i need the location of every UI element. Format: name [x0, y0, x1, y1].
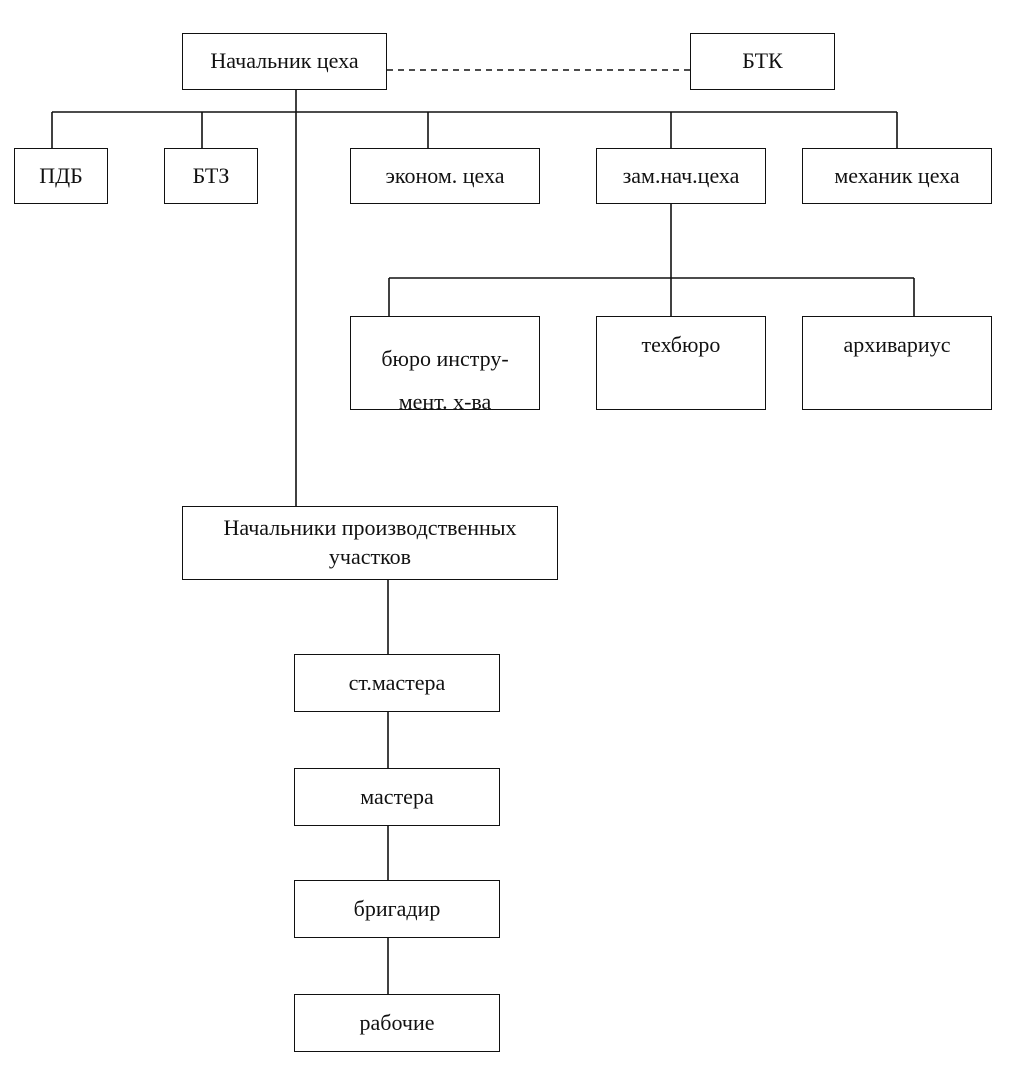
- node-pdb-label: ПДБ: [39, 162, 83, 188]
- node-tech-bureau: техбюро: [596, 316, 766, 410]
- node-archivist: архивариус: [802, 316, 992, 410]
- node-archivist-label: архивариус: [843, 332, 951, 357]
- node-foreman-label: бригадир: [353, 895, 441, 921]
- node-btz: БТЗ: [164, 148, 258, 204]
- node-btz-label: БТЗ: [192, 162, 230, 188]
- node-section-heads-line2: участков: [328, 544, 412, 569]
- node-deputy-label: зам.нач.цеха: [622, 162, 740, 188]
- node-chief-label: Начальник цеха: [210, 48, 359, 74]
- node-econ-label: эконом. цеха: [385, 162, 505, 188]
- node-foreman: бригадир: [294, 880, 500, 938]
- node-section-heads-line1: Начальники производственных: [223, 515, 517, 541]
- node-senior-masters: ст.мастера: [294, 654, 500, 712]
- node-masters: мастера: [294, 768, 500, 826]
- node-section-heads: Начальники производственных участков: [182, 506, 558, 580]
- node-mechanic: механик цеха: [802, 148, 992, 204]
- node-btk-label: БТК: [742, 48, 783, 74]
- node-mechanic-label: механик цеха: [834, 162, 960, 188]
- node-econ: эконом. цеха: [350, 148, 540, 204]
- node-tools-bureau-line2: мент. х-ва: [398, 388, 492, 414]
- node-masters-label: мастера: [360, 783, 434, 809]
- node-tech-bureau-label: техбюро: [641, 332, 721, 357]
- node-btk: БТК: [690, 33, 835, 90]
- node-chief: Начальник цеха: [182, 33, 387, 90]
- node-tools-bureau: бюро инстру- мент. х-ва: [350, 316, 540, 414]
- node-tools-bureau-line1: бюро инстру-: [381, 346, 509, 371]
- node-workers-label: рабочие: [359, 1009, 435, 1035]
- node-deputy: зам.нач.цеха: [596, 148, 766, 204]
- node-workers: рабочие: [294, 994, 500, 1052]
- node-pdb: ПДБ: [14, 148, 108, 204]
- node-senior-masters-label: ст.мастера: [348, 669, 446, 695]
